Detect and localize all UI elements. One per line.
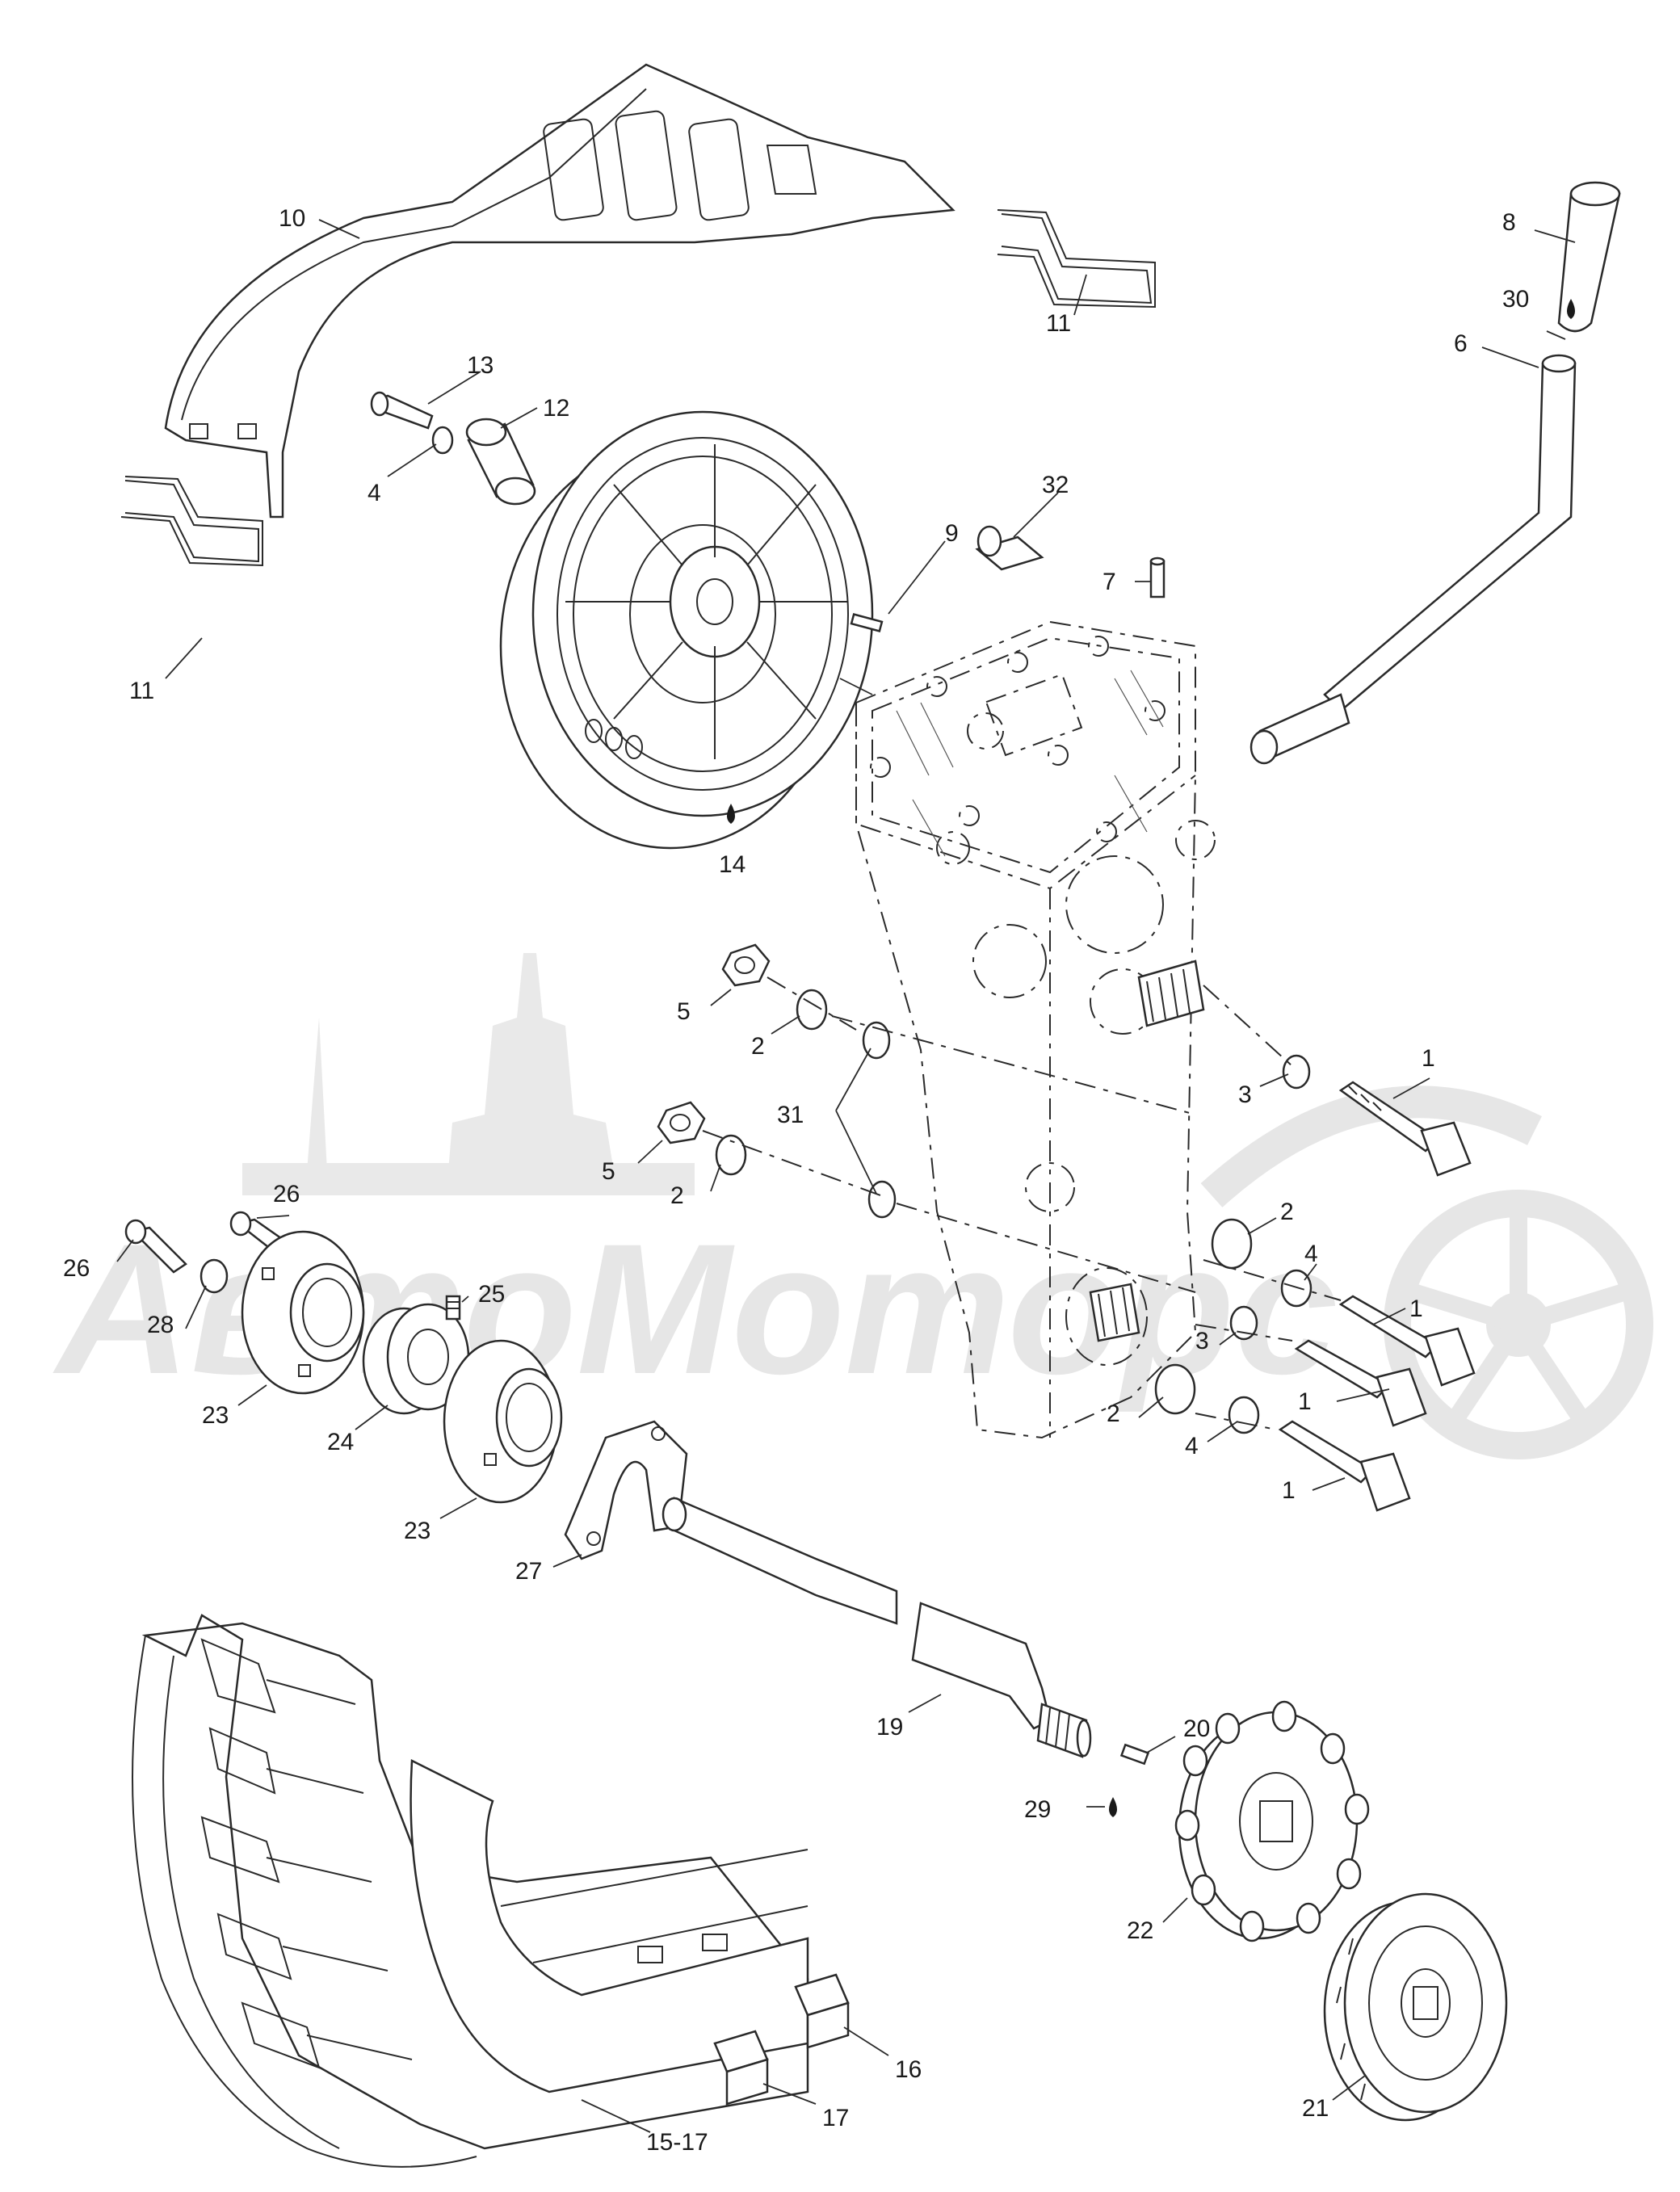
bearing-flange-part-23-right (443, 1339, 563, 1504)
bolt-part-26-left (124, 1219, 187, 1274)
driven-pulley (499, 410, 874, 850)
washer-part-2-upper (796, 989, 828, 1031)
drive-axle-part-19 (662, 1497, 1092, 1758)
crank-handle-part-6 (1250, 354, 1577, 765)
callout-3: 3 (1195, 1328, 1209, 1354)
leader-lines (116, 219, 1576, 2133)
washer-part-4 (431, 426, 454, 455)
washer-part-3-upper (1282, 1054, 1311, 1090)
callout-7: 7 (1102, 569, 1116, 595)
key-part-9 (850, 613, 884, 632)
clip-part-16 (794, 1973, 850, 2049)
bolt-part-1-b (1338, 1295, 1476, 1387)
callout-26: 26 (273, 1181, 300, 1207)
pin-part-20 (1119, 1743, 1150, 1766)
decal-part-11-right (997, 209, 1156, 309)
callout-15-17: 15-17 (646, 2129, 708, 2156)
callout-5: 5 (677, 998, 691, 1025)
callout-11: 11 (1046, 310, 1071, 337)
callout-2: 2 (1107, 1400, 1120, 1427)
callout-1: 1 (1298, 1388, 1312, 1415)
callout-3: 3 (1238, 1081, 1252, 1108)
grip-part-8 (1557, 181, 1621, 333)
washer-part-2-right (1211, 1218, 1253, 1270)
callout-23: 23 (202, 1402, 229, 1429)
bolt-part-1-a (1338, 1081, 1472, 1177)
callout-20: 20 (1183, 1715, 1210, 1742)
callout-13: 13 (467, 352, 494, 379)
bearing-flange-part-23-left (241, 1230, 365, 1395)
callout-29: 29 (1024, 1796, 1051, 1823)
washer-part-2-lower (715, 1134, 747, 1176)
callout-4: 4 (1304, 1241, 1318, 1267)
callout-32: 32 (1042, 472, 1069, 498)
oil-drop-icon (1567, 299, 1575, 319)
callout-24: 24 (327, 1429, 354, 1455)
grease-fitting-part-25 (445, 1295, 461, 1321)
chain-guard-part-10 (164, 63, 956, 519)
oil-drop-icon (1109, 1797, 1117, 1817)
callout-30: 30 (1502, 286, 1529, 313)
callout-labels: 10 11 8 30 6 13 12 4 32 9 7 11 14 5 2 31… (63, 205, 1529, 2156)
sprocket-part-22 (1174, 1700, 1370, 1942)
callout-22: 22 (1127, 1917, 1153, 1944)
callout-2: 2 (1280, 1199, 1294, 1225)
callout-12: 12 (543, 395, 569, 422)
washer-part-28 (200, 1258, 229, 1294)
bolt-part-13 (370, 391, 434, 430)
callout-4: 4 (368, 480, 381, 506)
fitting-part-32 (975, 525, 1044, 571)
callout-5: 5 (602, 1158, 615, 1185)
callout-26: 26 (63, 1255, 90, 1282)
callout-27: 27 (515, 1558, 542, 1585)
bearing-part-24 (362, 1303, 470, 1415)
bolt-part-1-c (1294, 1339, 1427, 1427)
callout-8: 8 (1502, 209, 1516, 236)
callout-6: 6 (1454, 330, 1468, 357)
callout-11: 11 (129, 678, 154, 704)
callout-17: 17 (822, 2105, 849, 2131)
nut-part-5-upper (721, 943, 771, 987)
callout-4: 4 (1185, 1433, 1199, 1459)
washer-part-2-right-lower (1154, 1363, 1196, 1415)
callout-2: 2 (751, 1033, 765, 1060)
bolt-part-1-d (1278, 1420, 1411, 1512)
callout-23: 23 (404, 1518, 430, 1544)
callout-1: 1 (1282, 1477, 1296, 1504)
callout-2: 2 (670, 1182, 684, 1209)
callout-25: 25 (478, 1281, 505, 1308)
callout-1: 1 (1422, 1045, 1435, 1072)
washer-part-4-right-b (1228, 1396, 1260, 1434)
callout-19: 19 (876, 1714, 903, 1741)
callout-31: 31 (777, 1102, 804, 1128)
track-part-15-17 (132, 1614, 809, 2168)
decal-part-11-left (120, 476, 263, 567)
callout-14: 14 (719, 851, 746, 878)
callout-1: 1 (1409, 1295, 1423, 1322)
callout-21: 21 (1302, 2095, 1329, 2122)
callout-28: 28 (147, 1312, 174, 1338)
callout-9: 9 (945, 520, 959, 547)
bracket-part-27 (564, 1420, 688, 1560)
pin-part-7 (1149, 556, 1166, 598)
washer-part-4-right-a (1280, 1269, 1312, 1308)
spacer-part-12 (465, 418, 536, 506)
callout-16: 16 (895, 2056, 922, 2083)
gearbox-housing (855, 620, 1216, 1439)
callout-10: 10 (279, 205, 305, 232)
oil-drop-icon (727, 804, 735, 824)
nut-part-5-lower (657, 1101, 706, 1144)
clip-part-17 (713, 2030, 769, 2106)
idler-wheel-part-21 (1323, 1892, 1508, 2122)
